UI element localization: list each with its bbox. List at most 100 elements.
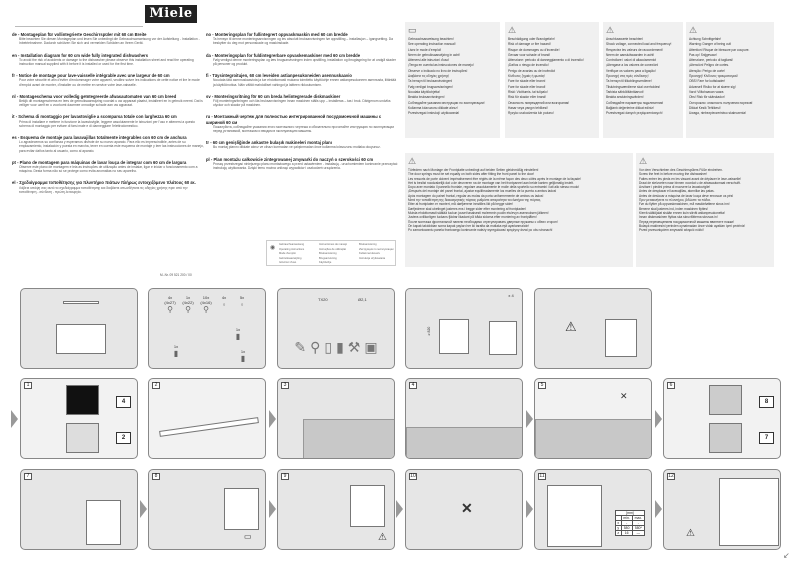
protection-strip <box>159 417 259 437</box>
warning-item: Atenção: Perigo de corte! <box>689 68 725 73</box>
warning-item: Hasar veya yangın tehlikesi! <box>508 105 548 110</box>
warning-item: See operating instruction manual! <box>408 42 456 47</box>
section-body: To avoid the risk of accidents or damage… <box>19 57 194 67</box>
part-label: 1x▮ <box>229 327 247 341</box>
tool-label: Ø2,1 <box>358 297 367 302</box>
dishwasher <box>489 321 517 355</box>
wood-worktop <box>66 423 99 453</box>
warning-item: Antes de desplazar el lavavajillas, ator… <box>639 189 715 194</box>
warning-item: Screw the feet in before moving the dish… <box>639 172 708 177</box>
warning-icon: ⚠ <box>378 532 387 543</box>
intro-column-left: de - Montageplan für vollintegrierte Ges… <box>12 32 204 201</box>
warning-icon: ⚠ <box>408 156 417 166</box>
page-turn-mark-icon: ↙ <box>783 551 790 560</box>
warning-item: Etter at frontplaten er montert, må dørf… <box>408 202 514 207</box>
flow-arrow <box>526 410 533 428</box>
front-panel <box>719 478 779 546</box>
warning-item: Ryzyko uszkodzenia lub pożaru! <box>508 111 554 116</box>
section-title: pl - Plan montażu całkowicie zintegrowan… <box>206 156 374 162</box>
part-qty: 1x <box>240 349 246 354</box>
warning-item: Achtung Schnittgefahr! <box>689 37 722 41</box>
warning-item: Innan diskmaskinen flyttas ska skruvfött… <box>639 215 718 220</box>
warning-item: Antes de deslocar a máquina de lavar lou… <box>639 193 734 198</box>
flow-arrow <box>396 500 403 518</box>
warning-item: Justera ovillkorligen luckans fjädrar li… <box>408 215 537 220</box>
section-title: ru - Монтажный чертеж для полностью инте… <box>206 114 382 125</box>
warning-item: Dikkat Kesik Tehlikesi! <box>689 105 721 110</box>
panel-step-12: 12 ⚠ <box>663 469 781 550</box>
warning-item: The door springs must be set equally on … <box>408 172 535 177</box>
section-body: Bekijk dit montageschema en lees de gebr… <box>19 99 203 108</box>
warning-item: Verifique os valores para a ligação! <box>606 68 656 73</box>
info-item: Istruzioni d'uso <box>279 261 297 264</box>
intro-column-right: no - Monteringsplan for fullintegrert op… <box>206 32 398 177</box>
book-icon: ▭ <box>244 532 252 541</box>
section-body: Prima di installare e mettere in funzion… <box>19 119 196 128</box>
section-title: no - Monteringsplan for fullintegrert op… <box>206 32 348 37</box>
warning-item: Pas op! Snijgevaar! <box>689 52 717 57</box>
section-body: Observe este plano de montagem e leia as… <box>19 165 198 174</box>
tool-label: TX20 <box>318 297 328 302</box>
section-body: Følg venligst denne monteringsplan og læ… <box>213 57 396 67</box>
section-body: Λάβετε υπόψη σας αυτό το σχεδιάγραμμα το… <box>19 185 188 194</box>
warning-item: Kullanma kılavuzunu dikkate alınız! <box>408 105 458 110</box>
language-section: fr - Notice de montage pour lave-vaissel… <box>12 73 204 87</box>
part-icon: ⚲ <box>203 305 209 314</box>
goto-step: 4 <box>116 396 131 408</box>
document-number: M.-Nr. 09 521 200 / 00 <box>160 273 192 277</box>
warning-list: Gebrauchsanweisung beachten!See operatin… <box>405 37 500 116</box>
language-section: el - Σχεδιάγραμμα τοποθέτησης για πλυντή… <box>12 180 204 194</box>
step-number: 12 <box>667 473 675 480</box>
warning-item: Przed przesunięciem zmywarki wkręcić nóż… <box>639 228 704 233</box>
part-qty: 1x <box>185 295 191 300</box>
warning-item: ¡Atención! Peligro de cortes. <box>689 63 730 68</box>
warning-box: ▭Gebrauchsanweisung beachten!See operati… <box>405 22 500 138</box>
warning-item: Осторожно: опасность получения порезов! <box>689 100 753 105</box>
warning-item: Følg venligst brugsanvisningen! <box>408 84 453 89</box>
panel-unboxing <box>20 288 138 369</box>
warning-item: ¡Tenga en cuenta las instrucciones de ma… <box>408 63 474 68</box>
warning-list: Anschlusswerte beachten!Shock voltage, c… <box>603 37 683 116</box>
panel-step-6: 6 8 7 <box>663 378 781 459</box>
warning-item: Πριν μετακινήσετε το πλυντήριο, βιδώστε … <box>639 198 711 203</box>
electric-warning-icon: ⚠ <box>606 25 615 35</box>
part-label: 1x(4x22)⚲ <box>179 295 197 314</box>
part-qty: 4x <box>221 295 227 300</box>
mounting-strip <box>63 301 99 304</box>
warning-item: Faites entrer les pieds en les vissant a… <box>639 176 742 181</box>
step-number: 7 <box>24 473 32 480</box>
info-item: Käyttöohje <box>319 261 332 264</box>
section-body: Bitte beachten Sie diesen Montageplan un… <box>19 37 200 46</box>
info-item: Operating instructions <box>279 247 305 251</box>
section-title: en - Installation diagram for 60 cm wide… <box>12 52 149 58</box>
warning-item: Προσοχή! Κίνδυνος τραυματισμού! <box>689 74 739 79</box>
info-item: Instruções de utilização <box>319 247 347 251</box>
info-item: Gebruiksaanwijzing <box>279 256 302 260</box>
warning-item: Po zamontowaniu panela frontowego koniec… <box>408 228 553 233</box>
warning-item: Соблюдайте указания инструкции по эксплу… <box>408 100 485 105</box>
info-item: Instrucciones de manejo <box>319 243 348 246</box>
flow-arrow <box>11 410 18 428</box>
section-body: Ta hensyn til denne monteringsanvisninge… <box>213 37 393 46</box>
warning-item: Obs! Risk för skärskador! <box>689 95 725 100</box>
warning-item: После монтажа фронтальной панели необход… <box>408 219 558 224</box>
section-title: nl - Montageschema voor volledig geïnteg… <box>12 93 177 99</box>
section-title: fi - Täysintegroitujen, 60 cm leveiden a… <box>206 73 352 79</box>
info-item: Gebrauchsanweisung <box>279 243 305 246</box>
section-body: Pour votre sécurité et afin d'éviter d'e… <box>19 78 200 87</box>
warning-item: Dørfjedrene skal ubetinget justeres ens … <box>408 206 527 211</box>
language-section: tr - 60 cm genişliğinde ankastre bulaşık… <box>206 140 398 149</box>
cabinet <box>535 419 651 458</box>
section-title: de - Montageplan für vollintegrierte Ges… <box>12 32 147 37</box>
warning-item: Após montagem do painel frontal, regular… <box>408 193 544 198</box>
info-item: Instrukcja użytkowania <box>359 256 386 260</box>
language-section: es - Esquema de montaje para lavavajilla… <box>12 135 204 153</box>
part-qty: 4x <box>167 295 173 300</box>
panel-dimensions: ≥ 820 x 4 <box>405 288 523 369</box>
warning-item: Соблюдайте параметры подключения! <box>606 100 664 105</box>
warning-item: Attention! Risque de blessure par coupur… <box>689 47 750 52</box>
part-icon: ⚲ <box>167 305 173 314</box>
warning-list: Türfedern nach Montage der Frontplatte u… <box>405 168 633 232</box>
part-label: 5x◦ <box>233 295 251 309</box>
